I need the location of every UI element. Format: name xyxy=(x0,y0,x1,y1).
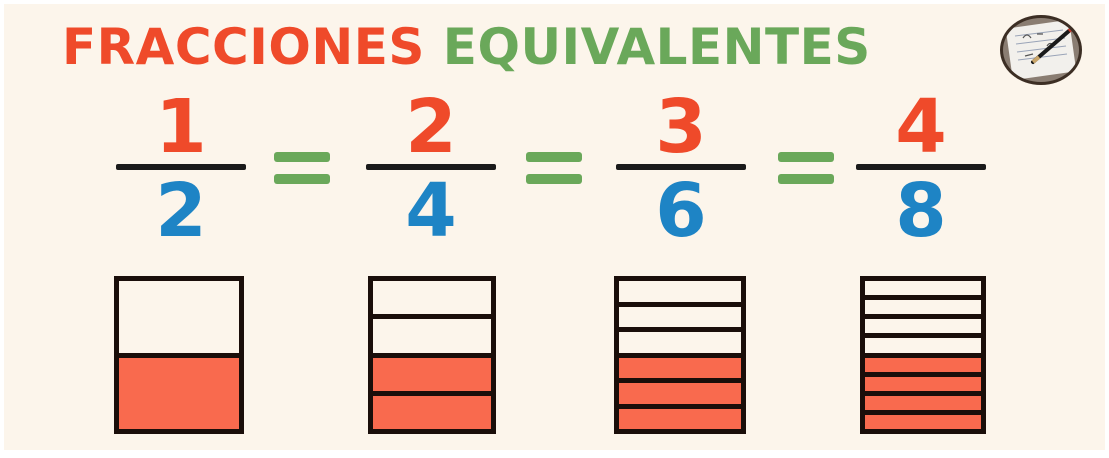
fracciones-diagram: FRACCIONES EQUIVALENTES 1 2 2 4 3 6 xyxy=(4,4,1105,450)
equals-sign xyxy=(526,152,582,186)
title-word-fracciones: FRACCIONES xyxy=(62,18,425,76)
denominator: 4 xyxy=(405,168,457,254)
filled-segment xyxy=(619,352,741,378)
empty-segment xyxy=(119,281,239,353)
title-word-equivalentes: EQUIVALENTES xyxy=(442,18,871,76)
filled-segment xyxy=(865,352,981,372)
math-notebook-pen-icon xyxy=(1000,15,1082,85)
filled-segment xyxy=(865,390,981,410)
numerator: 2 xyxy=(405,84,457,170)
denominator: 6 xyxy=(655,168,707,254)
fraction-bar xyxy=(366,164,496,170)
empty-segment xyxy=(373,281,491,314)
empty-segment xyxy=(619,301,741,328)
empty-segment xyxy=(865,333,981,352)
fraction-2-4: 2 4 xyxy=(366,88,496,248)
denominator: 2 xyxy=(155,168,207,254)
filled-segment xyxy=(373,352,491,391)
equals-sign xyxy=(274,152,330,186)
fraction-bar xyxy=(116,164,246,170)
fraction-bar xyxy=(856,164,986,170)
filled-segment xyxy=(119,352,239,429)
empty-segment xyxy=(865,295,981,314)
fraction-bar xyxy=(616,164,746,170)
numerator: 3 xyxy=(655,84,707,170)
empty-segment xyxy=(619,281,741,302)
bar-model-2-4 xyxy=(368,276,496,434)
equals-sign xyxy=(778,152,834,186)
bar-model-1-2 xyxy=(114,276,244,434)
empty-segment xyxy=(619,327,741,353)
fraction-3-6: 3 6 xyxy=(616,88,746,248)
filled-segment xyxy=(619,378,741,404)
numerator: 4 xyxy=(895,84,947,170)
fraction-4-8: 4 8 xyxy=(856,88,986,248)
filled-segment xyxy=(619,403,741,429)
denominator: 8 xyxy=(895,168,947,254)
fraction-1-2: 1 2 xyxy=(116,88,246,248)
bar-model-4-8 xyxy=(860,276,986,434)
page-title: FRACCIONES EQUIVALENTES xyxy=(62,18,982,80)
filled-segment xyxy=(865,371,981,391)
empty-segment xyxy=(865,314,981,333)
empty-segment xyxy=(865,281,981,295)
filled-segment xyxy=(373,390,491,429)
bar-model-3-6 xyxy=(614,276,746,434)
empty-segment xyxy=(373,314,491,352)
filled-segment xyxy=(865,409,981,429)
numerator: 1 xyxy=(155,84,207,170)
